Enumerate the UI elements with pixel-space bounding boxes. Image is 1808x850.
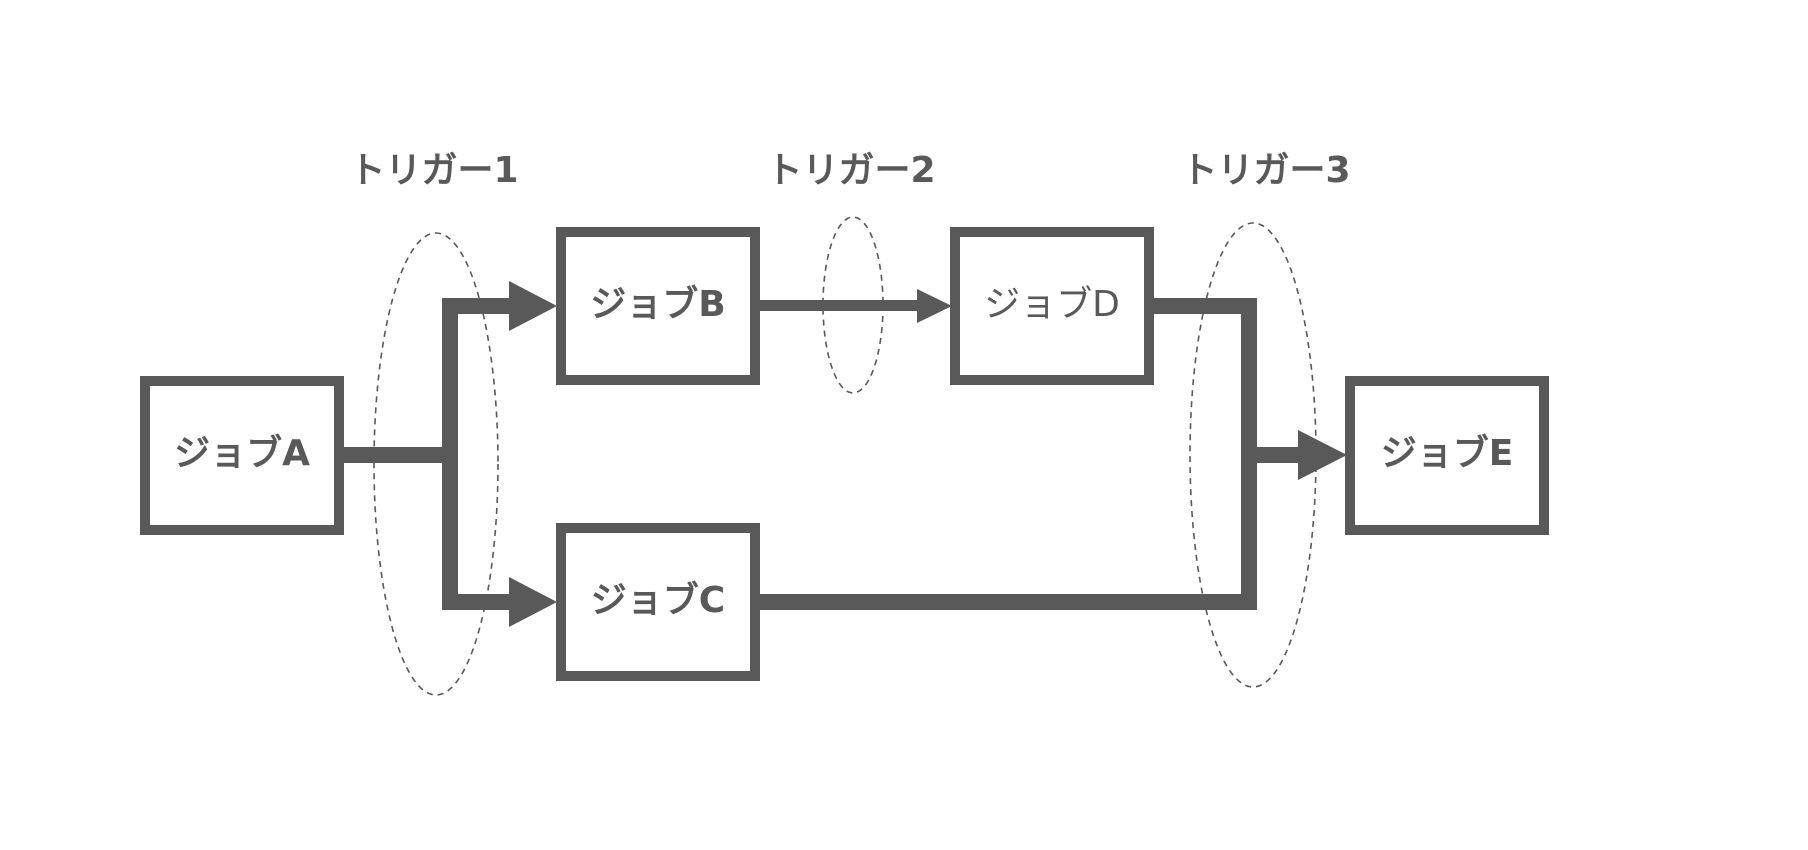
job-a-box (140, 376, 344, 535)
job-b-label: ジョブB (590, 283, 725, 325)
trigger-3-label: トリガー3 (1181, 150, 1350, 191)
edge-d-e-and-c-e (758, 298, 1347, 610)
trigger-2-label: トリガー2 (766, 150, 935, 191)
trigger-1-label: トリガー1 (349, 150, 518, 191)
job-c-label: ジョブC (591, 579, 725, 621)
job-d-label: ジョブD (984, 284, 1120, 325)
trigger-1-ellipse (373, 232, 499, 696)
job-b-box (556, 227, 760, 385)
edge-a-b-and-a-c (342, 281, 557, 627)
edge-b-d (758, 289, 952, 323)
job-c-box (556, 523, 760, 681)
job-e-label: ジョブE (1381, 432, 1514, 474)
job-a-label: ジョブA (174, 432, 310, 474)
job-d-box (950, 227, 1154, 385)
job-e-box (1345, 376, 1549, 535)
